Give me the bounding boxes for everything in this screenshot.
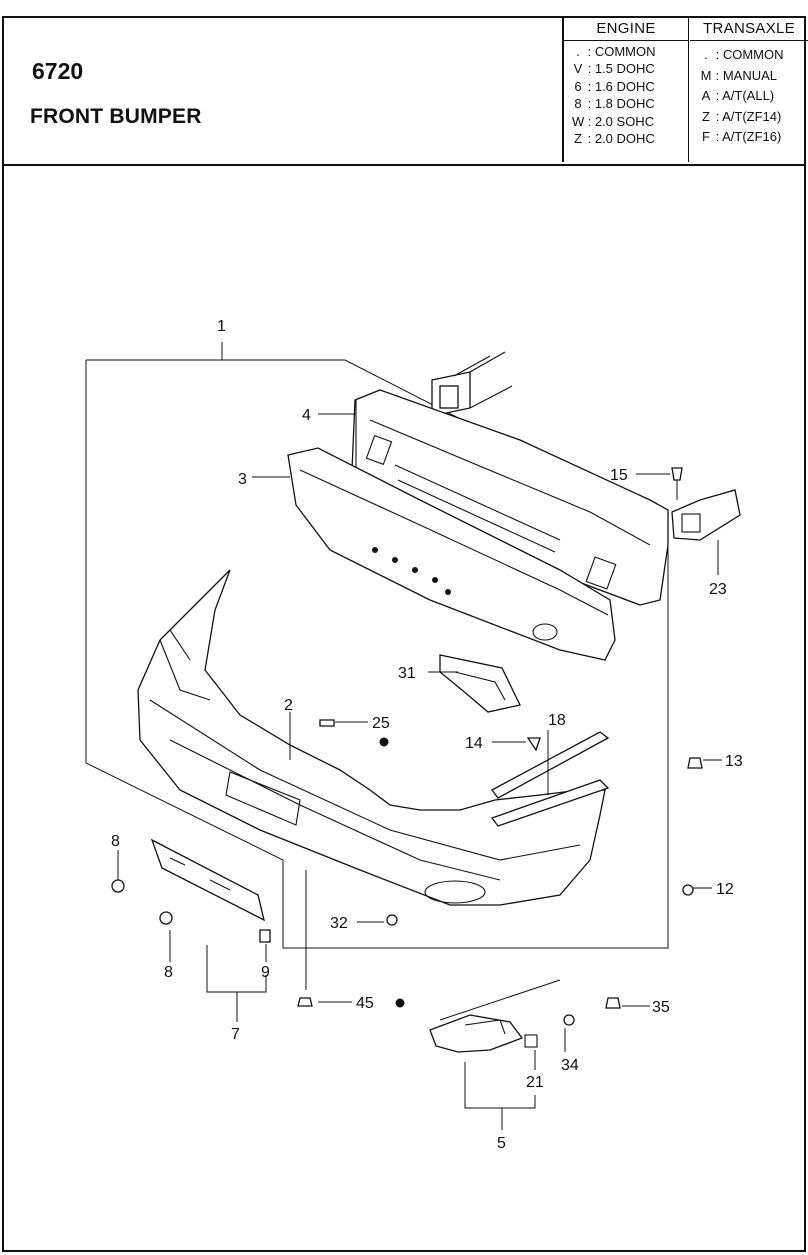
callout-31: 31 bbox=[398, 665, 416, 682]
transaxle-row: F : A/T(ZF16) bbox=[702, 129, 782, 144]
callout-14: 14 bbox=[465, 735, 483, 752]
engine-row: 8 : 1.8 DOHC bbox=[574, 96, 655, 112]
engine-row: . : COMMON bbox=[576, 44, 656, 59]
callout-13: 13 bbox=[725, 753, 743, 770]
callout-1: 1 bbox=[217, 318, 226, 335]
section-title: FRONT BUMPER bbox=[30, 105, 202, 128]
callout-21: 21 bbox=[526, 1074, 544, 1091]
callout-25: 25 bbox=[372, 715, 390, 732]
callout-2: 2 bbox=[284, 697, 293, 714]
energy-absorber bbox=[287, 447, 616, 661]
bumper-cover bbox=[137, 569, 606, 906]
callout-3: 3 bbox=[238, 471, 247, 488]
callout-9: 9 bbox=[261, 964, 270, 981]
transaxle-heading: TRANSAXLE bbox=[690, 18, 808, 41]
leader-lines bbox=[117, 413, 722, 1130]
side-bracket-31 bbox=[439, 654, 521, 713]
callout-12: 12 bbox=[716, 881, 734, 898]
transaxle-row: Z : A/T(ZF14) bbox=[702, 108, 782, 124]
frame-rail-part bbox=[431, 351, 513, 417]
engine-row: Z : 2.0 DOHC bbox=[574, 131, 655, 147]
license-bracket-7 bbox=[150, 838, 271, 943]
transaxle-row: M : MANUAL bbox=[700, 67, 778, 83]
callout-8-lower: 8 bbox=[164, 964, 173, 981]
engine-row: V : 1.5 DOHC bbox=[573, 61, 655, 77]
callout-4: 4 bbox=[302, 407, 311, 424]
callout-34: 34 bbox=[561, 1057, 579, 1074]
page-frame: 6720 FRONT BUMPER ENGINE . : COMMON V : … bbox=[2, 16, 808, 1252]
legend-table: ENGINE . : COMMON V : 1.5 DOHC 6 : 1.6 D… bbox=[562, 18, 808, 162]
reinforcement-beam bbox=[351, 389, 669, 606]
fog-lamp-5 bbox=[429, 1014, 538, 1053]
callout-35: 35 bbox=[652, 999, 670, 1016]
callout-15: 15 bbox=[610, 467, 628, 484]
callout-5: 5 bbox=[497, 1135, 506, 1152]
callout-8-upper: 8 bbox=[111, 833, 120, 850]
transaxle-legend: TRANSAXLE . : COMMON M : MANUAL A : A/T(… bbox=[690, 18, 808, 162]
callout-23: 23 bbox=[709, 581, 727, 598]
callout-18: 18 bbox=[548, 712, 566, 729]
engine-row: 6 : 1.6 DOHC bbox=[574, 78, 655, 94]
fasteners bbox=[111, 467, 703, 1026]
side-strip-18 bbox=[490, 730, 610, 827]
transaxle-row: . : COMMON bbox=[704, 47, 784, 62]
header-band: 6720 FRONT BUMPER ENGINE . : COMMON V : … bbox=[4, 18, 808, 166]
callout-7: 7 bbox=[231, 1026, 240, 1043]
callout-45: 45 bbox=[356, 995, 374, 1012]
engine-row: W : 2.0 SOHC bbox=[572, 113, 655, 129]
engine-heading: ENGINE bbox=[564, 18, 688, 41]
frame-end-part bbox=[671, 489, 741, 541]
engine-legend: ENGINE . : COMMON V : 1.5 DOHC 6 : 1.6 D… bbox=[564, 18, 689, 162]
transaxle-row: A : A/T(ALL) bbox=[701, 88, 775, 103]
section-code: 6720 bbox=[32, 58, 84, 84]
callout-32: 32 bbox=[330, 915, 348, 932]
callout-labels: 1 4 3 15 23 31 2 25 18 14 13 8 12 32 8 9… bbox=[111, 318, 743, 1152]
